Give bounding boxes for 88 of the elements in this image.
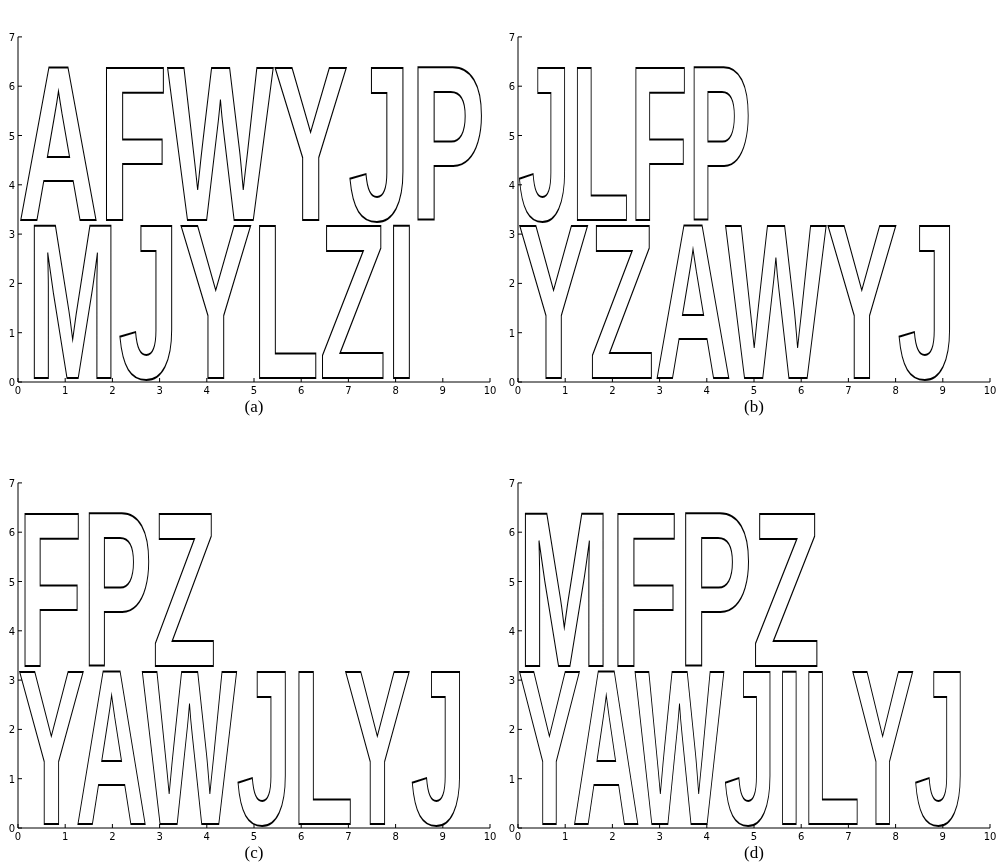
tick-label: 6	[8, 527, 15, 539]
tick-label: 0	[514, 385, 522, 396]
tick-label: 4	[203, 385, 210, 396]
tick-label: 3	[656, 831, 663, 842]
tick-label: 5	[508, 576, 515, 588]
tick-label: 6	[298, 385, 305, 396]
dotted-letter-outlines: YAWJILYJ	[518, 670, 967, 828]
tick-label: 3	[156, 385, 163, 396]
tick-label: 6	[298, 831, 305, 842]
dotted-letter-outlines: MFPZ	[518, 512, 820, 671]
tick-label: 8	[892, 831, 899, 842]
tick-label: 5	[8, 576, 15, 588]
tick-label: 6	[798, 831, 805, 842]
panel-label: (c)	[244, 843, 264, 862]
tick-label: 5	[750, 385, 758, 396]
tick-label: 9	[439, 385, 446, 396]
tick-label: 9	[939, 831, 946, 842]
tick-label: 3	[156, 831, 163, 842]
tick-label: 3	[8, 675, 15, 687]
tick-label: 1	[562, 385, 569, 396]
tick-label: 2	[609, 831, 616, 842]
tick-label: 8	[392, 385, 399, 396]
tick-label: 7	[845, 385, 852, 396]
tick-label: 4	[508, 625, 515, 637]
panel-label: (d)	[744, 843, 764, 862]
tick-label: 7	[508, 31, 515, 43]
tick-label: 3	[508, 675, 515, 687]
tick-label: 6	[508, 527, 515, 539]
tick-label: 0	[8, 377, 15, 388]
tick-label: 6	[508, 81, 515, 93]
tick-label: 10	[983, 831, 997, 842]
tick-label: 4	[8, 179, 15, 191]
tick-label: 2	[8, 278, 15, 290]
tick-label: 4	[703, 831, 710, 842]
tick-label: 1	[508, 773, 515, 785]
tick-label: 0	[14, 831, 22, 842]
tick-label: 6	[8, 81, 15, 93]
tick-label: 5	[8, 130, 15, 142]
tick-label: 3	[8, 229, 15, 241]
tick-label: 8	[892, 385, 899, 396]
tick-label: 8	[392, 831, 399, 842]
dotted-letter-outlines: MJYLZI	[27, 224, 418, 382]
tick-label: 1	[8, 773, 15, 785]
tick-label: 4	[703, 385, 710, 396]
tick-label: 9	[939, 385, 946, 396]
tick-label: 7	[345, 385, 352, 396]
tick-label: 10	[983, 385, 997, 396]
tick-label: 7	[8, 31, 15, 43]
tick-label: 10	[483, 831, 497, 842]
tick-label: 0	[514, 831, 522, 842]
tick-label: 4	[508, 179, 515, 191]
tick-label: 0	[508, 377, 515, 388]
dotted-letter-outlines: JLFP	[518, 66, 752, 225]
tick-label: 4	[8, 625, 15, 637]
tick-label: 0	[508, 823, 515, 834]
tick-label: 7	[8, 477, 15, 489]
tick-label: 5	[508, 130, 515, 142]
tick-label: 10	[483, 385, 497, 396]
tick-label: 0	[8, 823, 15, 834]
tick-label: 1	[8, 327, 15, 339]
tick-label: 2	[609, 385, 616, 396]
dotted-letter-outlines: AFWYJP	[18, 66, 486, 225]
tick-label: 3	[508, 229, 515, 241]
tick-label: 6	[798, 385, 805, 396]
tick-label: 7	[345, 831, 352, 842]
panel-label: (a)	[244, 397, 264, 416]
tick-label: 7	[845, 831, 852, 842]
tick-label: 5	[250, 385, 258, 396]
tick-label: 5	[750, 831, 758, 842]
tick-label: 1	[62, 385, 69, 396]
tick-label: 7	[508, 477, 515, 489]
tick-label: 9	[439, 831, 446, 842]
tick-label: 1	[508, 327, 515, 339]
dotted-letter-outlines: YZAWYJ	[518, 224, 957, 382]
tick-label: 4	[203, 831, 210, 842]
dotted-letter-outlines: FPZ	[18, 512, 217, 671]
tick-label: 2	[508, 724, 515, 736]
dotted-letter-outlines: YAWJLYJ	[18, 670, 467, 828]
tick-label: 3	[656, 385, 663, 396]
tick-label: 2	[109, 385, 116, 396]
tick-label: 1	[562, 831, 569, 842]
tick-label: 2	[109, 831, 116, 842]
tick-label: 1	[62, 831, 69, 842]
tick-label: 2	[508, 278, 515, 290]
panel-label: (b)	[744, 397, 764, 416]
tick-label: 0	[14, 385, 22, 396]
tick-label: 5	[250, 831, 258, 842]
tick-label: 2	[8, 724, 15, 736]
